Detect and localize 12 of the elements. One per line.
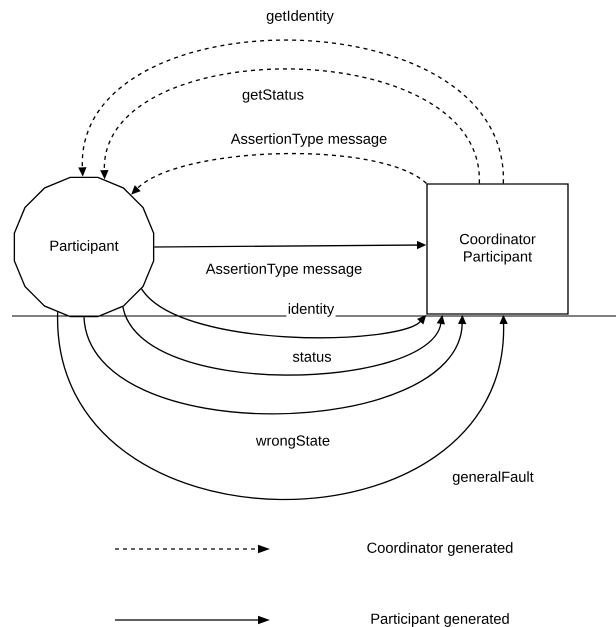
- legend-text: Participant generated: [372, 613, 509, 627]
- edge-label: identity: [288, 303, 334, 317]
- coordinator-box: Coordinator Participant: [426, 183, 569, 315]
- edge-label: generalFault: [452, 471, 534, 485]
- edge-label: AssertionType message: [230, 133, 387, 147]
- arrow: [122, 306, 445, 376]
- edge-label: wrongState: [256, 435, 330, 449]
- edge-label: AssertionType message: [206, 263, 362, 277]
- legend-text: Coordinator generated: [367, 542, 512, 556]
- edge-label: getIdentity: [266, 10, 334, 24]
- edge-label: status: [292, 352, 332, 362]
- edge-label: getStatus: [242, 89, 304, 103]
